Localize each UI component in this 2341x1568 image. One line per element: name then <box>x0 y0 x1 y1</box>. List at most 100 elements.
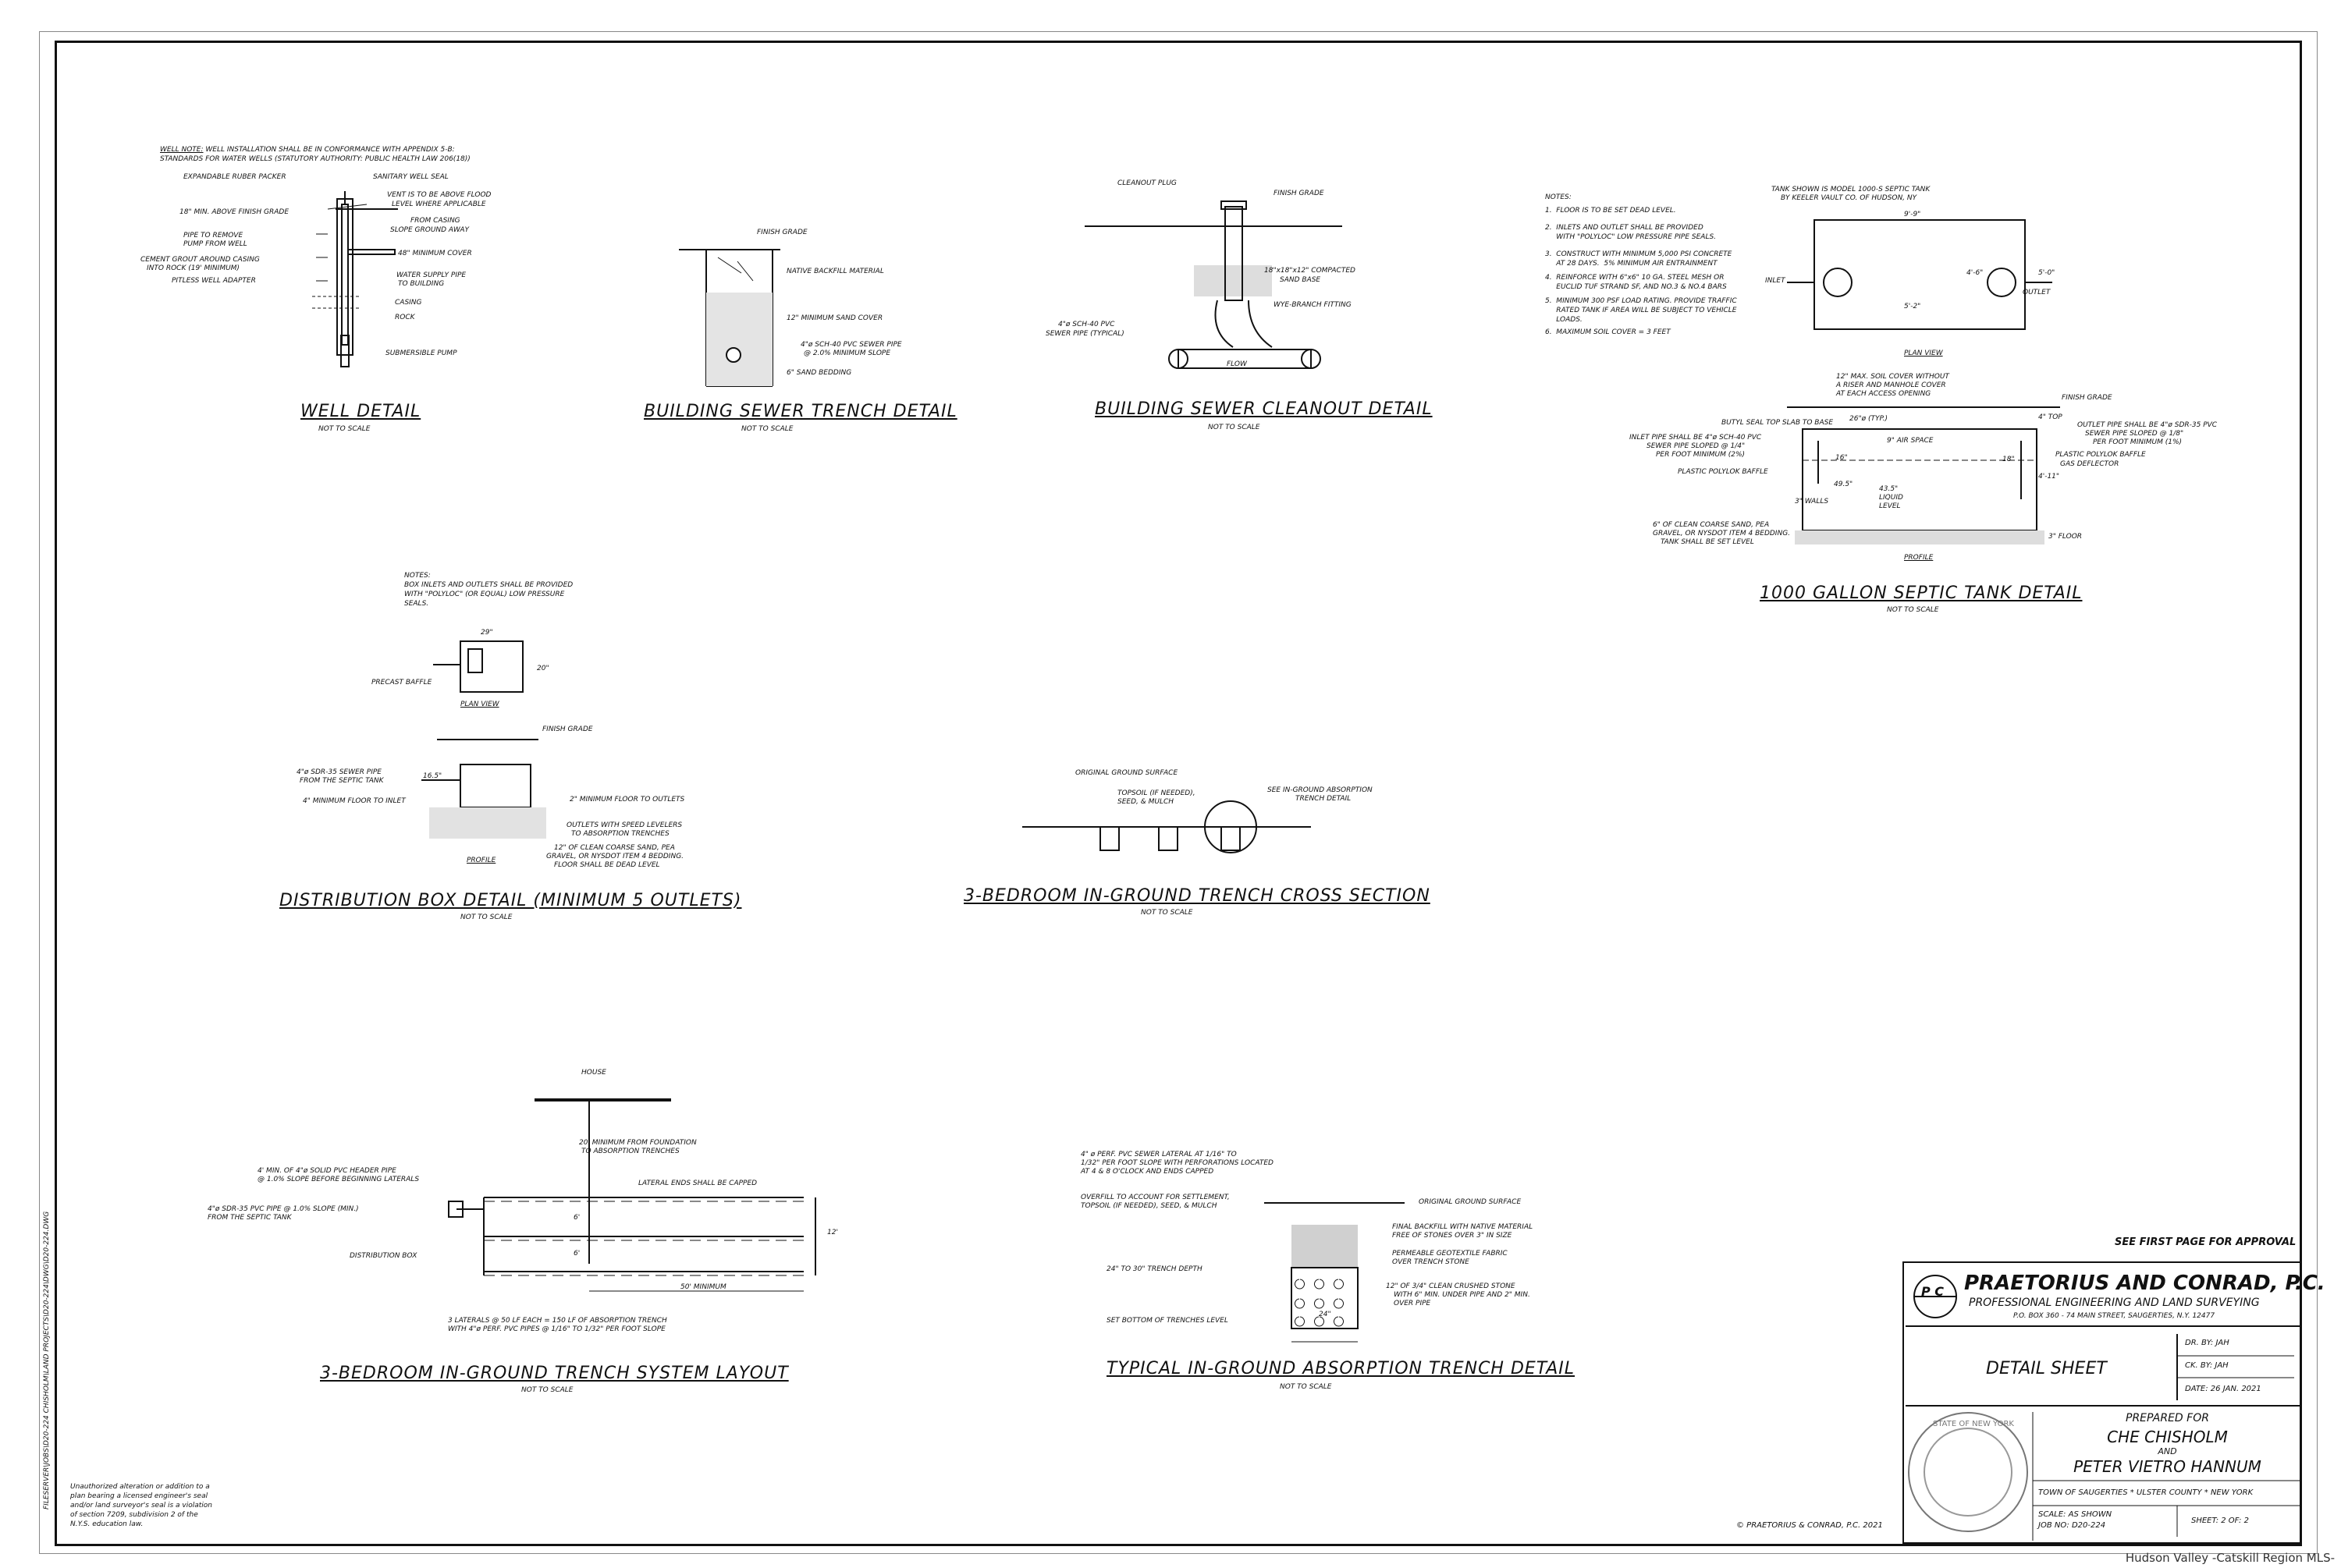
septic-note: 3. CONSTRUCT WITH MINIMUM 5,000 PSI CONC… <box>1545 250 1732 258</box>
septic-profile-label: BUTYL SEAL TOP SLAB TO BASE <box>1721 419 1834 427</box>
drawn-by: DR. BY: JAH <box>2185 1339 2229 1347</box>
septic-note: AT 28 DAYS. 5% MINIMUM AIR ENTRAINMENT <box>1545 260 1718 268</box>
client-and: AND <box>2158 1446 2177 1456</box>
well-drawing <box>312 191 398 367</box>
sewer-trench-label: FINISH GRADE <box>757 229 808 236</box>
layout-label: FROM THE SEPTIC TANK <box>208 1214 292 1222</box>
layout-label: TO ABSORPTION TRENCHES <box>581 1148 680 1155</box>
septic-note: RATED TANK IF AREA WILL BE SUBJECT TO VE… <box>1545 307 1737 314</box>
client-name-2: PETER VIETRO HANNUM <box>2073 1457 2261 1476</box>
cleanout-label: 18"x18"x12" COMPACTED <box>1264 267 1355 275</box>
septic-plan-label: 4'-6" <box>1966 269 1984 277</box>
septic-title: 1000 GALLON SEPTIC TANK DETAIL <box>1760 584 2083 603</box>
layout-label: 6' <box>574 1250 581 1258</box>
septic-notes-heading: NOTES: <box>1545 193 1572 201</box>
cross-label: SEED, & MULCH <box>1117 798 1174 806</box>
septic-profile-label: 26"ø (TYP.) <box>1849 415 1888 423</box>
septic-profile-label: PER FOOT MINIMUM (2%) <box>1656 451 1746 459</box>
septic-note: 4. REINFORCE WITH 6"x6" 10 GA. STEEL MES… <box>1545 274 1725 282</box>
sewer-trench-scale: NOT TO SCALE <box>741 425 794 433</box>
septic-profile-label: SEWER PIPE SLOPED @ 1/4" <box>1647 442 1746 450</box>
septic-profile-label: PLASTIC POLYLOK BAFFLE <box>1678 468 1768 476</box>
septic-profile-view-label: PROFILE <box>1904 554 1934 562</box>
well-label: FROM CASING <box>410 217 460 225</box>
septic-profile-label: 4" TOP <box>2038 413 2062 421</box>
well-label: PIPE TO REMOVE <box>183 232 243 239</box>
sewer-trench-label: 4"ø SCH-40 PVC SEWER PIPE <box>801 341 902 349</box>
file-path: FILESERVER\JOBS\D20-224 CHISHOLM\LAND PR… <box>43 1211 51 1509</box>
septic-profile-label: 3" FLOOR <box>2048 533 2083 541</box>
septic-profile-label: 3" WALLS <box>1795 498 1829 506</box>
well-label: SANITARY WELL SEAL <box>373 173 449 181</box>
dbox-note: WITH "POLYLOC" (OR EQUAL) LOW PRESSURE <box>404 591 565 598</box>
septic-plan-label: TANK SHOWN IS MODEL 1000-S SEPTIC TANK <box>1771 186 1931 193</box>
dbox-label: TO ABSORPTION TRENCHES <box>571 830 670 838</box>
logo-letters: P C <box>1921 1284 1945 1299</box>
cleanout-label: SAND BASE <box>1280 276 1321 284</box>
cross-label: SEE IN-GROUND ABSORPTION <box>1267 786 1373 794</box>
dbox-label: OUTLETS WITH SPEED LEVELERS <box>567 821 683 829</box>
cleanout-drawing <box>1085 200 1342 369</box>
sheet-number: SHEET: 2 OF: 2 <box>2191 1517 2249 1525</box>
dbox-plan-view-label: PLAN VIEW <box>460 701 499 708</box>
dbox-notes-heading: NOTES: <box>404 572 431 580</box>
drawing-title: DETAIL SHEET <box>1986 1359 2107 1378</box>
septic-profile-label: 9" AIR SPACE <box>1887 437 1934 445</box>
absorption-label: TOPSOIL (IF NEEDED), SEED, & MULCH <box>1081 1202 1217 1210</box>
absorption-label: OVER TRENCH STONE <box>1392 1258 1469 1266</box>
septic-note: 2. INLETS AND OUTLET SHALL BE PROVIDED <box>1545 224 1703 232</box>
dbox-label: FROM THE SEPTIC TANK <box>300 777 384 785</box>
well-label: INTO ROCK (19' MINIMUM) <box>147 264 240 272</box>
dbox-label: PRECAST BAFFLE <box>371 679 432 686</box>
cross-title: 3-BEDROOM IN-GROUND TRENCH CROSS SECTION <box>964 886 1430 906</box>
septic-note: WITH "POLYLOC" LOW PRESSURE PIPE SEALS. <box>1545 233 1717 241</box>
well-label: SLOPE GROUND AWAY <box>390 226 470 234</box>
dbox-note: SEALS. <box>404 600 429 608</box>
sheet-outer-border <box>39 31 2318 1554</box>
septic-plan-label: INLET <box>1765 277 1785 285</box>
cleanout-label: WYE-BRANCH FITTING <box>1274 301 1352 309</box>
well-label: SUBMERSIBLE PUMP <box>385 349 457 357</box>
dbox-label: 2" MINIMUM FLOOR TO OUTLETS <box>570 796 685 804</box>
sewer-trench-label: 6" SAND BEDDING <box>787 369 852 377</box>
checked-by: CK. BY: JAH <box>2185 1361 2229 1370</box>
septic-profile-label: GRAVEL, OR NYSDOT ITEM 4 BEDDING. <box>1653 530 1791 537</box>
septic-profile-label: LEVEL <box>1879 502 1901 510</box>
septic-profile-label: A RISER AND MANHOLE COVER <box>1836 381 1946 389</box>
absorption-label: OVER PIPE <box>1394 1300 1431 1307</box>
dbox-label: FINISH GRADE <box>542 725 593 733</box>
cleanout-label: 4"ø SCH-40 PVC <box>1058 321 1115 328</box>
septic-profile-label: LIQUID <box>1879 494 1903 502</box>
drawing-sheet <box>55 41 2302 1546</box>
septic-profile-label: AT EACH ACCESS OPENING <box>1836 390 1931 398</box>
well-detail-title: WELL DETAIL <box>300 402 421 421</box>
absorption-scale: NOT TO SCALE <box>1280 1383 1332 1391</box>
cleanout-label: CLEANOUT PLUG <box>1117 179 1177 187</box>
sewer-trench-label: @ 2.0% MINIMUM SLOPE <box>804 349 891 357</box>
well-label: VENT IS TO BE ABOVE FLOOD <box>387 191 492 199</box>
dbox-profile-view-label: PROFILE <box>467 857 496 864</box>
prepared-for-label: PREPARED FOR <box>2126 1412 2209 1424</box>
septic-plan-view-label: PLAN VIEW <box>1904 349 1943 357</box>
absorption-label: OVERFILL TO ACCOUNT FOR SETTLEMENT, <box>1081 1194 1230 1201</box>
well-label: 48" MINIMUM COVER <box>398 250 472 257</box>
absorption-title: TYPICAL IN-GROUND ABSORPTION TRENCH DETA… <box>1107 1359 1575 1378</box>
logo-divider <box>1915 1296 1956 1297</box>
title-block-lines <box>1906 1325 2302 1541</box>
cleanout-label: SEWER PIPE (TYPICAL) <box>1046 330 1124 338</box>
well-label: PUMP FROM WELL <box>183 240 247 248</box>
firm-address: P.O. BOX 360 - 74 MAIN STREET, SAUGERTIE… <box>2013 1312 2215 1320</box>
septic-profile-label: 12" MAX. SOIL COVER WITHOUT <box>1836 373 1949 381</box>
layout-label: DISTRIBUTION BOX <box>350 1252 417 1260</box>
well-label: CASING <box>395 299 422 307</box>
septic-profile-label: SEWER PIPE SLOPED @ 1/8" <box>2085 430 2184 438</box>
well-label: ROCK <box>395 314 415 321</box>
engineer-seal: STATE OF NEW YORK <box>1908 1412 2028 1532</box>
layout-label: 50' MINIMUM <box>680 1283 726 1291</box>
septic-plan-drawing <box>1787 219 2052 330</box>
sewer-trench-label: NATIVE BACKFILL MATERIAL <box>787 268 884 275</box>
absorption-drawing <box>1264 1202 1405 1343</box>
well-note-heading: WELL NOTE: <box>160 146 204 154</box>
firm-name: PRAETORIUS AND CONRAD, P.C. <box>1964 1272 2325 1295</box>
layout-label: 4"ø SDR-35 PVC PIPE @ 1.0% SLOPE (MIN.) <box>208 1205 359 1213</box>
